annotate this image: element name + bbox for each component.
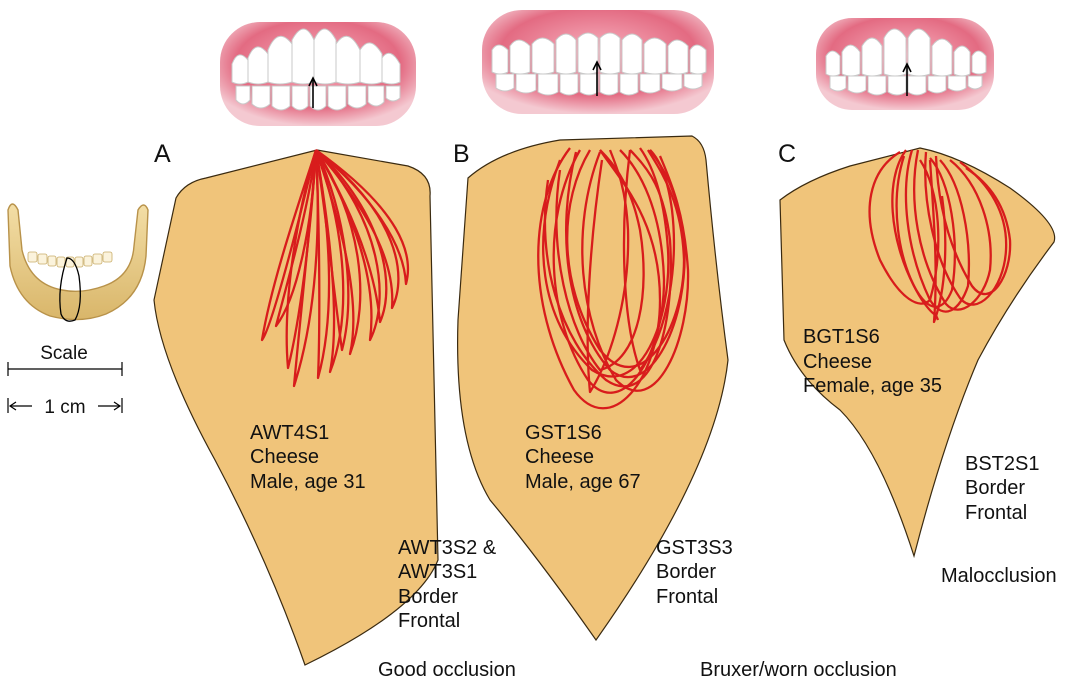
panel-b-labels: B GST1S6 Cheese Male, age 67 GST3S3 Bord… <box>453 140 897 681</box>
chewing-trace-a <box>260 149 410 388</box>
scale-bar: Scale 1 cm <box>7 343 123 418</box>
border-id-c: BST2S1 <box>965 453 1039 475</box>
panel-a-labels: A AWT4S1 Cheese Male, age 31 AWT3S2 & AW… <box>154 140 516 681</box>
chew-subject-b: Male, age 67 <box>525 471 641 493</box>
scale-label: Scale <box>40 343 88 364</box>
border-plane-a: Frontal <box>398 610 460 632</box>
border-plane-b: Frontal <box>656 586 718 608</box>
chew-id-c: BGT1S6 <box>803 326 880 348</box>
border-plane-c: Frontal <box>965 502 1027 524</box>
panel-c-labels: C BGT1S6 Cheese Female, age 35 BST2S1 Bo… <box>778 140 1057 587</box>
mandible-illustration <box>7 203 149 322</box>
teeth-illustration-b <box>482 10 714 114</box>
caption-b: Bruxer/worn occlusion <box>700 659 897 681</box>
caption-a: Good occlusion <box>378 659 516 681</box>
panel-letter-a: A <box>154 140 171 168</box>
teeth-illustration-c <box>816 18 994 110</box>
border-id-b: GST3S3 <box>656 537 733 559</box>
chew-food-b: Cheese <box>525 446 594 468</box>
scale-length: 1 cm <box>44 397 85 418</box>
border-id-a-2: AWT3S1 <box>398 561 477 583</box>
mandible-envelope-outline <box>59 257 81 322</box>
chew-subject-a: Male, age 31 <box>250 471 366 493</box>
chew-id-b: GST1S6 <box>525 422 602 444</box>
chew-subject-c: Female, age 35 <box>803 375 942 397</box>
border-type-c: Border <box>965 477 1025 499</box>
caption-c: Malocclusion <box>941 565 1057 587</box>
border-type-a: Border <box>398 586 458 608</box>
chewing-trace-b <box>537 147 690 410</box>
border-type-b: Border <box>656 561 716 583</box>
panel-letter-b: B <box>453 140 470 168</box>
teeth-illustration-a <box>220 22 416 126</box>
chewing-trace-c <box>868 149 1012 324</box>
panel-letter-c: C <box>778 140 796 168</box>
chew-id-a: AWT4S1 <box>250 422 329 444</box>
chew-food-a: Cheese <box>250 446 319 468</box>
chew-food-c: Cheese <box>803 351 872 373</box>
border-id-a-1: AWT3S2 & <box>398 537 497 559</box>
border-envelope-c <box>779 147 1056 559</box>
